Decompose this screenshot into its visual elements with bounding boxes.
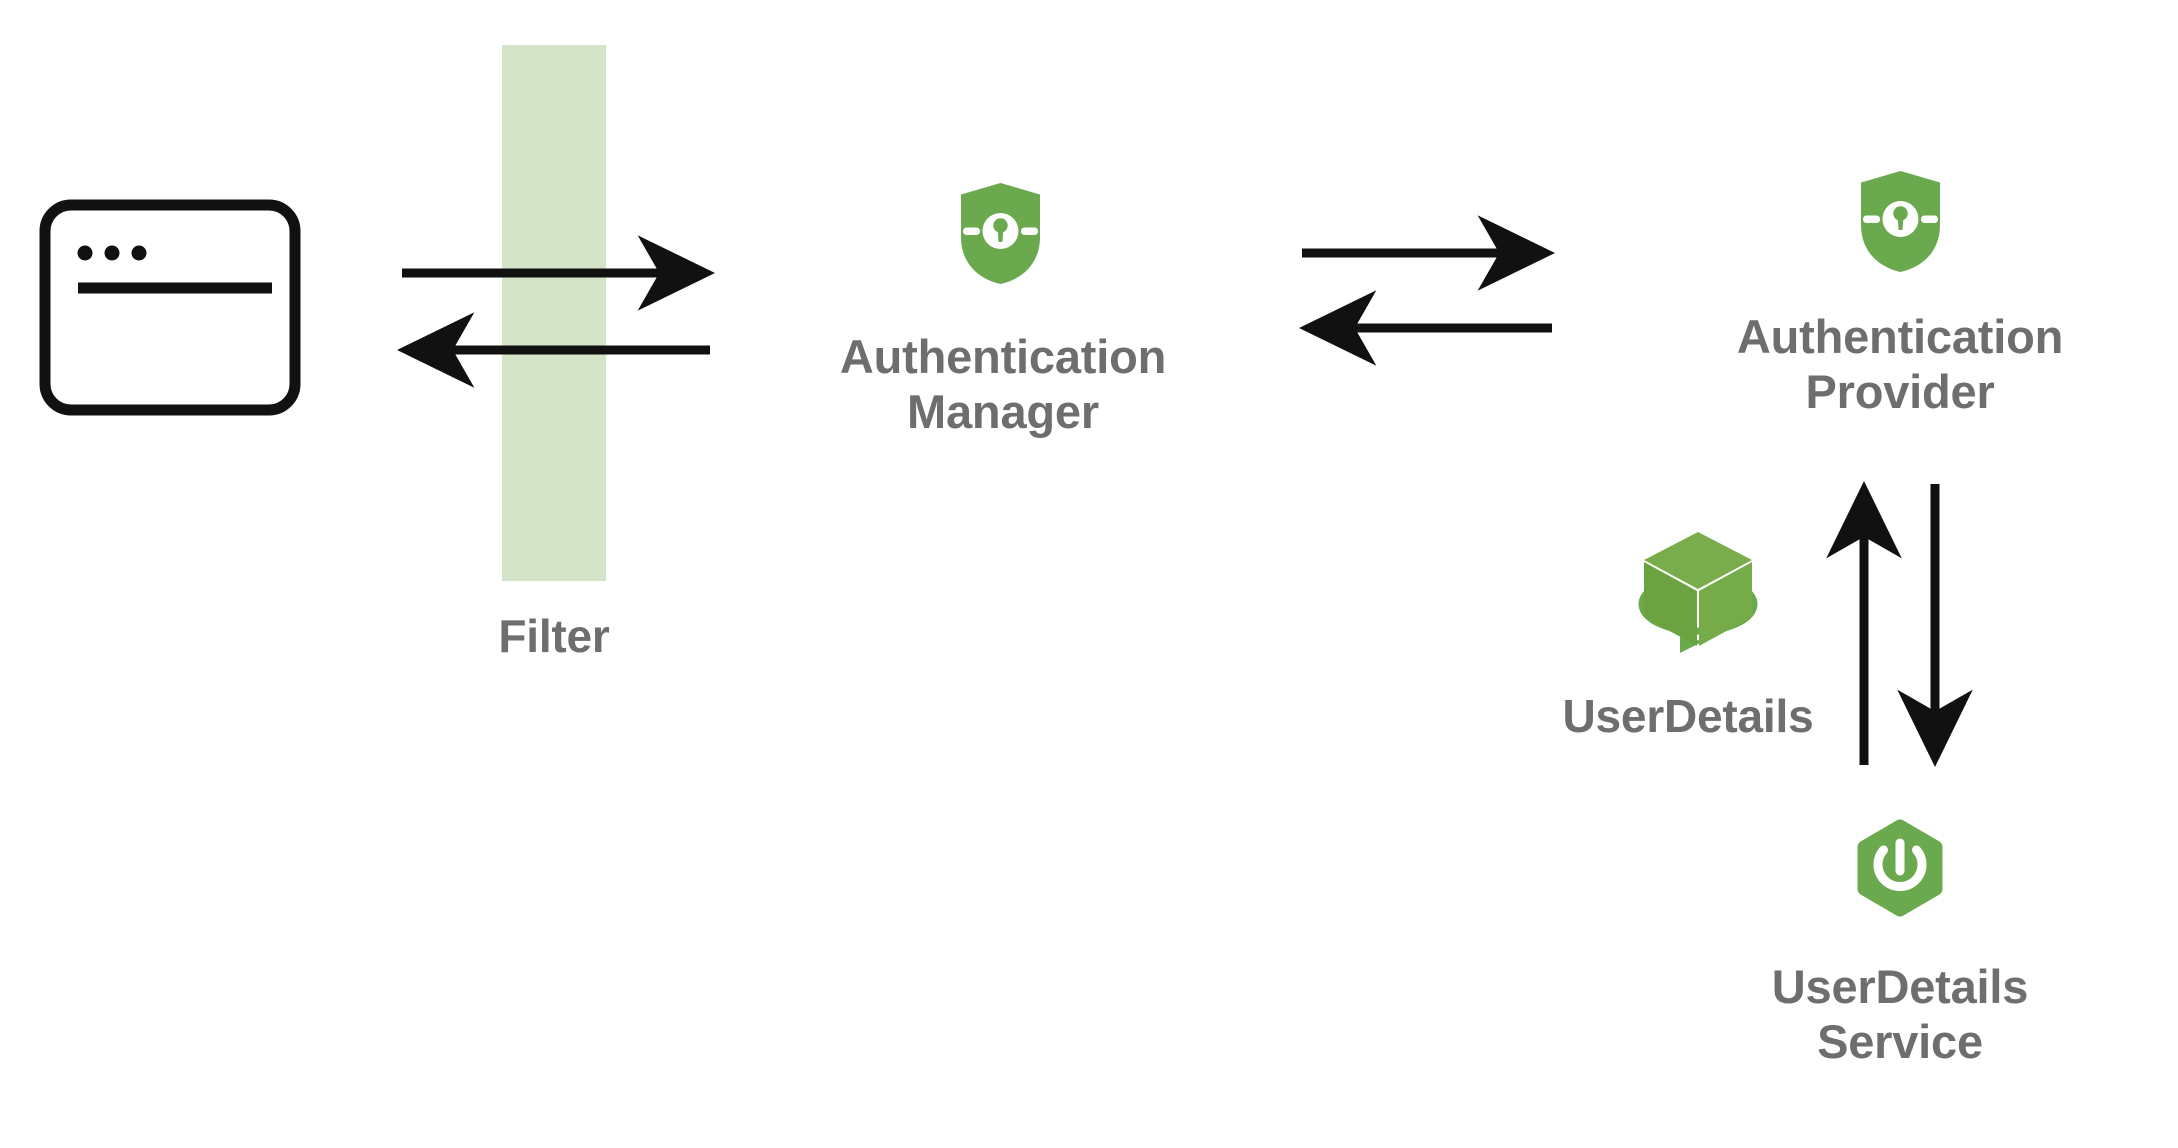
spring-boot-icon	[1857, 819, 1943, 917]
browser-dot-3	[131, 245, 147, 261]
authentication-manager-label: Authentication Manager	[839, 330, 1167, 438]
authentication-provider-label: Authentication Provider	[1736, 310, 2064, 418]
shield-lock-icon-manager	[961, 183, 1040, 284]
shield-lock-icon-provider	[1861, 171, 1940, 272]
browser-window-icon	[39, 199, 301, 416]
user-details-service-label: UserDetails Service	[1771, 960, 2029, 1068]
filter-band	[502, 45, 606, 581]
filter-label: Filter	[498, 610, 610, 662]
browser-dot-1	[77, 245, 93, 261]
user-details-label: UserDetails	[1562, 690, 1814, 742]
rotating-cube-icon	[1638, 532, 1758, 653]
browser-dot-2	[104, 245, 120, 261]
